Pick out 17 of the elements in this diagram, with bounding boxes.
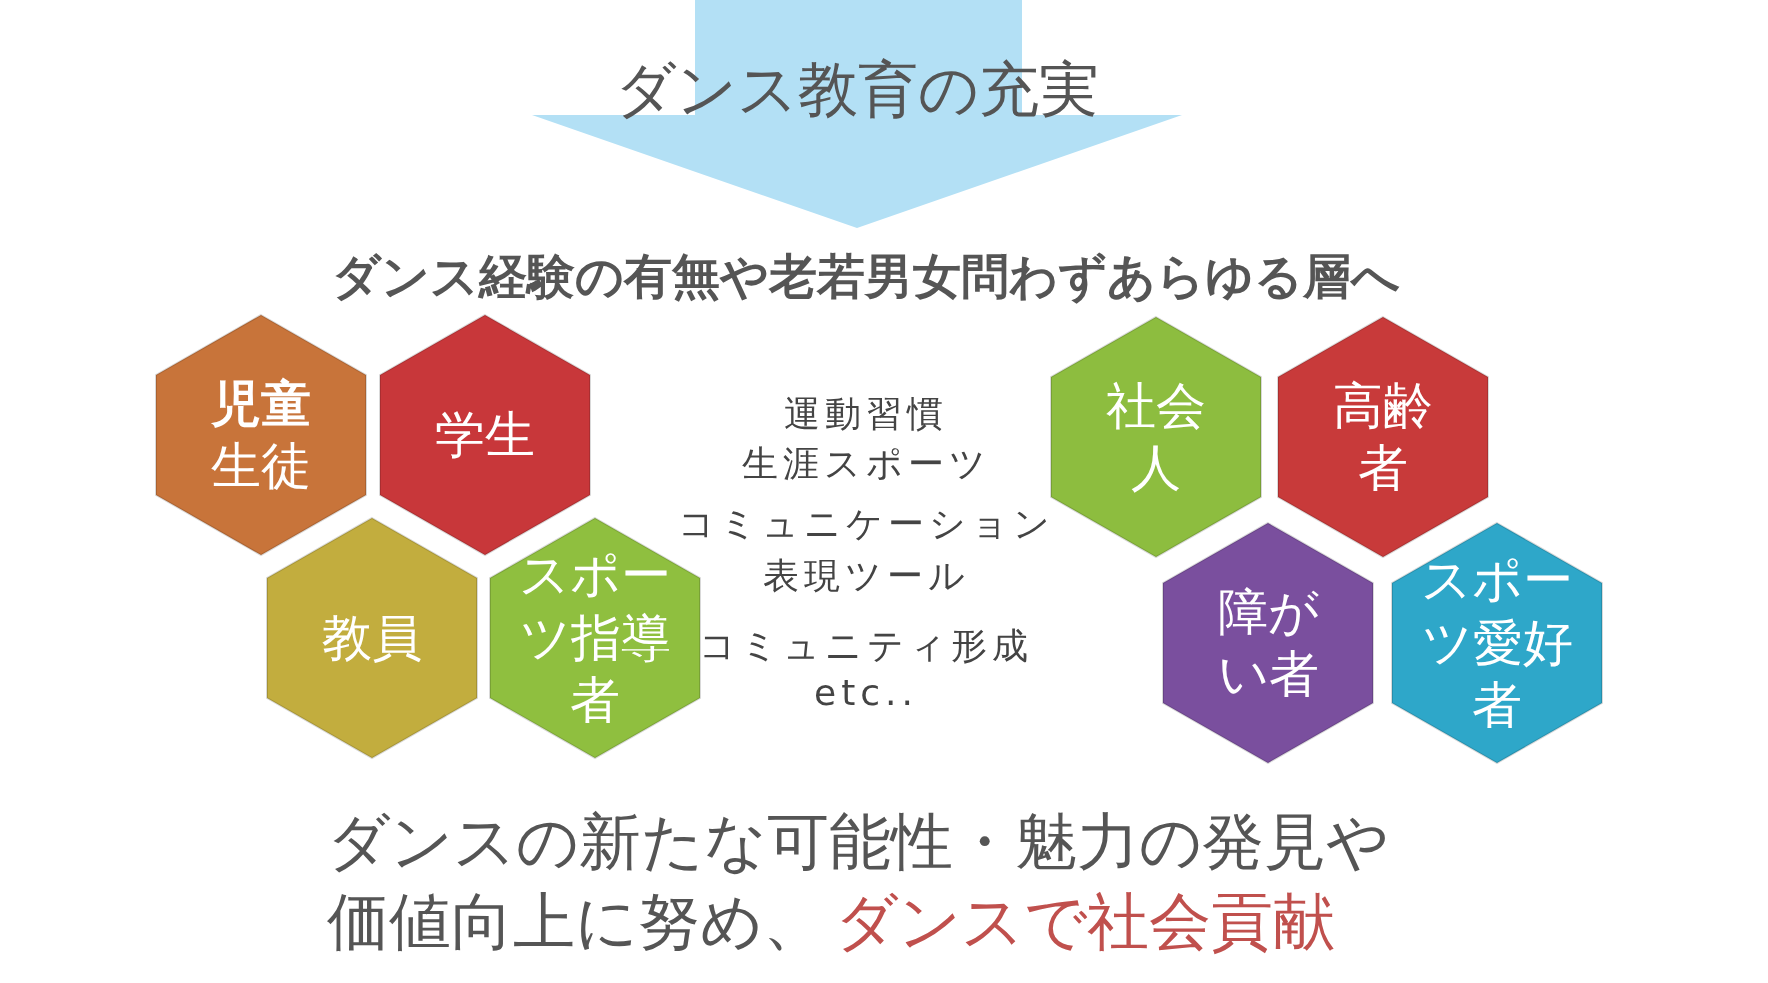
hexagon-tile: 学生 — [378, 313, 592, 557]
keyword-text: コミュニティ形成 — [699, 624, 1033, 668]
hexagon-tile: 教員 — [265, 516, 479, 760]
heading: ダンス経験の有無や老若男女問わずあらゆる層へ — [332, 247, 1400, 306]
hexagon-tile: 児童生徒 — [154, 313, 368, 557]
keyword-text: 表現ツール — [762, 554, 970, 598]
slogan-text: ダンスで社会貢献 — [835, 884, 1335, 960]
down-arrow: ダンス教育の充実 — [532, 0, 1182, 228]
keyword-text: 運動習慣 — [784, 392, 948, 436]
slogan-text: ダンスの新たな可能性・魅力の発見や — [327, 804, 1389, 880]
keyword-text: etc.. — [814, 672, 918, 713]
hexagon-tile: 障がい者 — [1161, 521, 1375, 765]
hexagon-tile: 社会人 — [1049, 315, 1263, 559]
slogan-text: 価値向上に努め、 — [327, 884, 825, 960]
keyword-text: 生涯スポーツ — [741, 442, 991, 486]
hexagon-tile: スポーツ愛好者 — [1390, 521, 1604, 765]
hexagon-tile: 高齢者 — [1276, 315, 1490, 559]
